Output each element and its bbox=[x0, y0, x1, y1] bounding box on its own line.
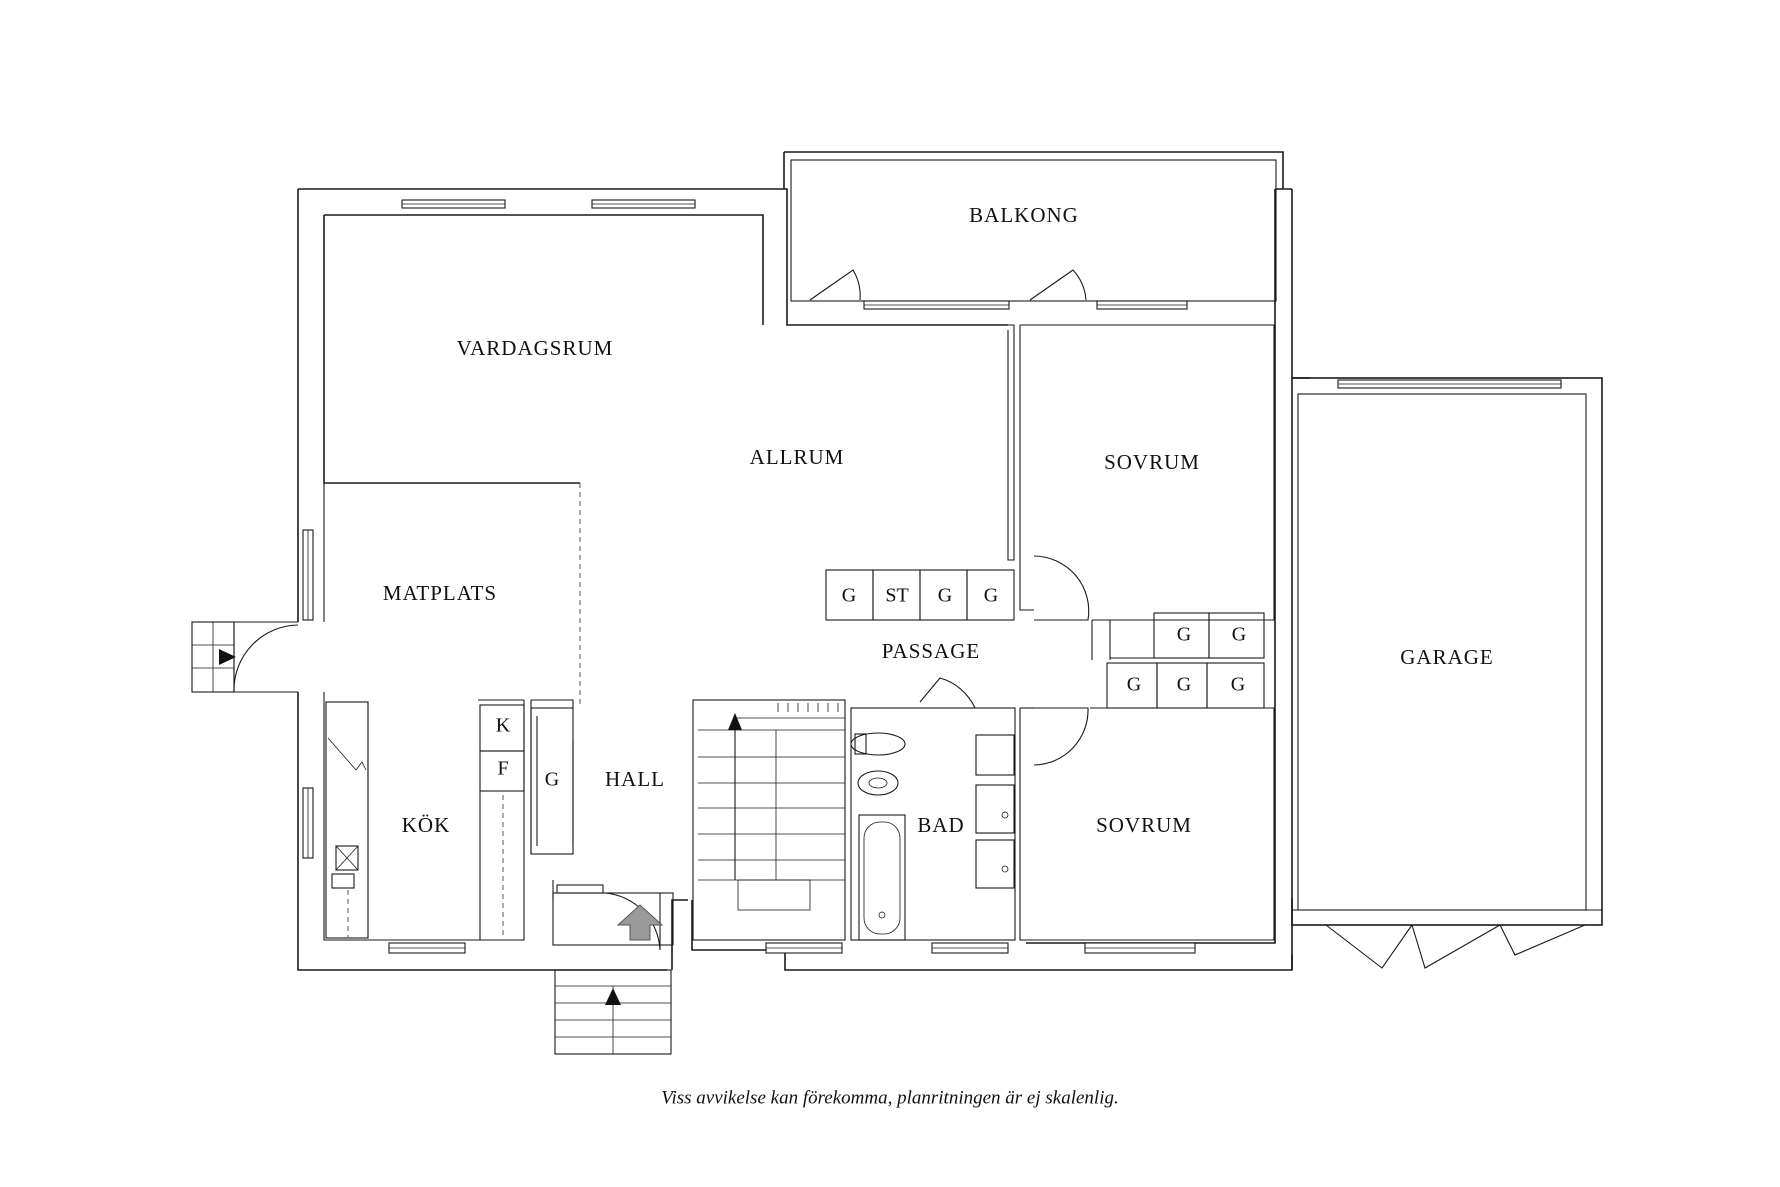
window-stair bbox=[765, 942, 843, 954]
hall-closet-label: G bbox=[545, 769, 559, 791]
door-garage-1 bbox=[1325, 924, 1413, 969]
label-garage: GARAGE bbox=[1400, 645, 1494, 669]
freezer-label: F bbox=[497, 758, 508, 780]
entrance-steps-arrow bbox=[605, 988, 621, 1005]
staircase bbox=[698, 703, 845, 911]
disclaimer: Viss avvikelse kan förekomma, planritnin… bbox=[661, 1087, 1118, 1108]
storage-label: G bbox=[1231, 674, 1245, 696]
storage-label: ST bbox=[885, 585, 908, 607]
door-entry-left bbox=[233, 624, 299, 693]
kitchen-fixtures bbox=[325, 701, 525, 940]
label-hall: HALL bbox=[605, 767, 665, 791]
window-kok-side bbox=[302, 787, 314, 859]
window-bad bbox=[931, 942, 1009, 954]
bathroom-fixtures bbox=[850, 732, 1015, 941]
stair-up-arrow bbox=[728, 713, 742, 730]
door-balcony-right bbox=[1029, 269, 1087, 301]
storage-label: G bbox=[984, 585, 998, 607]
door-sovrum-upper bbox=[1033, 555, 1090, 621]
doors bbox=[233, 269, 1586, 969]
label-sovrum-upper: SOVRUM bbox=[1104, 450, 1200, 474]
entry-arrow-left bbox=[219, 649, 236, 665]
windows bbox=[302, 199, 1562, 954]
balcony bbox=[783, 151, 1284, 302]
stair-dots bbox=[777, 703, 839, 712]
label-allrum: ALLRUM bbox=[750, 445, 845, 469]
window-allrum bbox=[863, 300, 1010, 310]
storage-label: G bbox=[1232, 624, 1246, 646]
window-kok bbox=[388, 942, 466, 954]
label-bad: BAD bbox=[917, 813, 964, 837]
window-sovrum-upper bbox=[1096, 300, 1188, 310]
storage-label: G bbox=[1177, 674, 1191, 696]
storage-label: G bbox=[1127, 674, 1141, 696]
window-hall bbox=[556, 884, 604, 894]
door-garage-2 bbox=[1411, 924, 1501, 969]
label-balkong: BALKONG bbox=[969, 203, 1079, 227]
storage-label: G bbox=[938, 585, 952, 607]
entrance-direction-arrow bbox=[616, 904, 664, 941]
label-vardagsrum: VARDAGSRUM bbox=[457, 336, 614, 360]
label-kok: KÖK bbox=[402, 813, 451, 837]
door-garage-3 bbox=[1499, 924, 1586, 956]
door-bad bbox=[919, 677, 976, 709]
label-matplats: MATPLATS bbox=[383, 581, 497, 605]
label-passage: PASSAGE bbox=[882, 639, 980, 663]
window-garage bbox=[1337, 379, 1562, 389]
door-balcony-left bbox=[809, 269, 861, 301]
window-matplats bbox=[302, 529, 314, 621]
fridge-label: K bbox=[496, 715, 511, 737]
door-sovrum-lower bbox=[1033, 707, 1089, 766]
label-sovrum-lower: SOVRUM bbox=[1096, 813, 1192, 837]
garage bbox=[1291, 377, 1603, 926]
window-vardagsrum-2 bbox=[591, 199, 696, 209]
storage-label: G bbox=[1177, 624, 1191, 646]
storage-label: G bbox=[842, 585, 856, 607]
window-sovrum-lower bbox=[1084, 942, 1196, 954]
window-vardagsrum-1 bbox=[401, 199, 506, 209]
